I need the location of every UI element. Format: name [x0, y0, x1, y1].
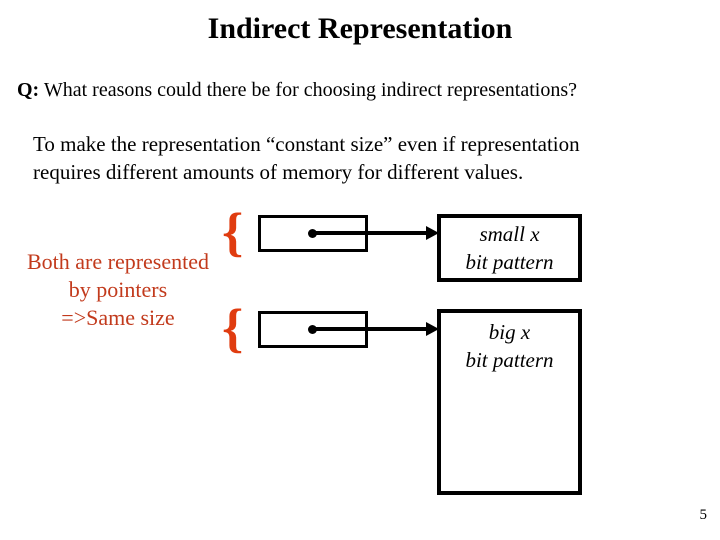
pointer-arrow-line: [313, 327, 426, 331]
pointer-note: Both are represented by pointers =>Same …: [8, 248, 228, 332]
small-x-box: small x bit pattern: [437, 214, 582, 282]
pointer-origin-dot: [308, 229, 317, 238]
pointer-note-line: Both are represented: [26, 249, 210, 274]
question-line: Q: What reasons could there be for choos…: [17, 79, 577, 102]
arrow-head-icon: [426, 322, 439, 336]
small-x-box-label-line: bit pattern: [465, 250, 554, 274]
pointer-note-line: =>Same size: [61, 305, 175, 330]
slide-title: Indirect Representation: [207, 12, 513, 45]
page-number: 5: [699, 507, 708, 523]
big-x-box-label-line: bit pattern: [465, 348, 554, 372]
answer-line: requires different amounts of memory for…: [33, 160, 524, 184]
curly-brace-icon: {: [222, 202, 244, 262]
big-x-box-label-line: big x: [488, 320, 531, 344]
curly-brace-icon: {: [222, 298, 244, 358]
question-prefix: Q:: [17, 79, 40, 101]
pointer-note-line: by pointers: [68, 277, 168, 302]
arrow-head-icon: [426, 226, 439, 240]
big-x-box: big x bit pattern: [437, 309, 582, 495]
answer-paragraph: To make the representation “constant siz…: [33, 130, 580, 186]
small-x-box-label-line: small x: [479, 222, 540, 246]
question-text: What reasons could there be for choosing…: [39, 79, 577, 101]
pointer-origin-dot: [308, 325, 317, 334]
pointer-arrow-line: [313, 231, 426, 235]
answer-line: To make the representation “constant siz…: [33, 132, 580, 156]
